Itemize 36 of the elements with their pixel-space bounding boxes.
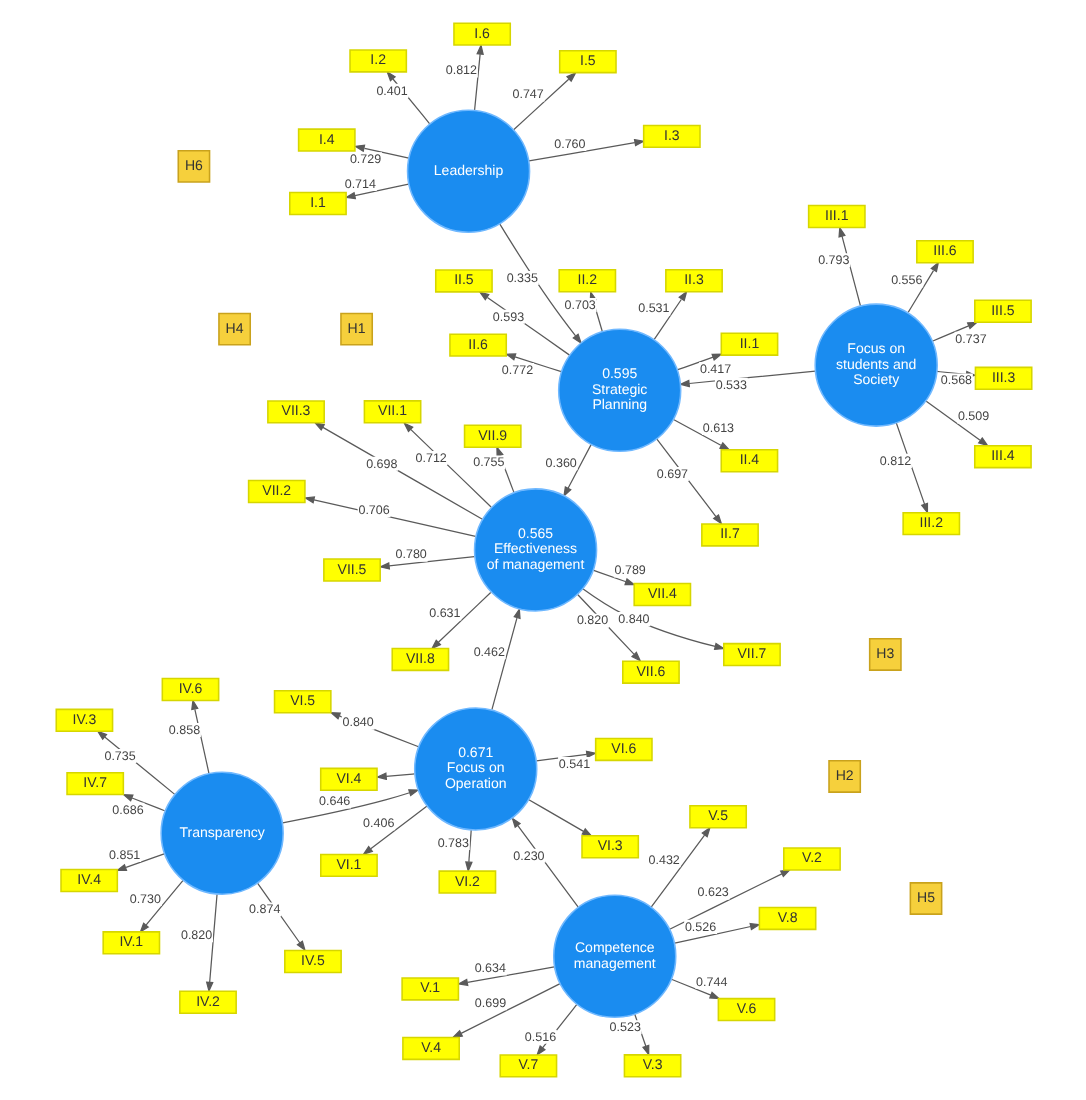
arrow: [121, 794, 165, 812]
arrow: [649, 826, 710, 908]
arrow: [490, 607, 520, 711]
arrow: [374, 772, 415, 781]
arrow: [527, 799, 592, 837]
arrow: [255, 882, 305, 952]
arrow: [464, 829, 472, 873]
arrow: [894, 422, 928, 515]
arrow: [535, 1004, 577, 1057]
arrow: [450, 983, 560, 1039]
arrow: [673, 922, 761, 944]
arrow: [138, 879, 183, 934]
arrow: [931, 321, 978, 342]
arrow: [669, 978, 720, 1000]
arrow: [498, 223, 582, 345]
arrow: [581, 588, 725, 651]
arrow: [906, 261, 939, 314]
arrow: [672, 419, 730, 451]
arrow: [534, 750, 597, 762]
arrow: [676, 353, 723, 371]
arrow: [377, 555, 475, 570]
arrow: [352, 144, 409, 159]
arrow: [652, 290, 687, 341]
arrow: [204, 893, 217, 993]
arrow: [503, 353, 561, 373]
arrow: [302, 496, 476, 537]
arrow: [472, 43, 483, 111]
arrow: [477, 291, 570, 356]
arrow: [402, 421, 491, 508]
arrow: [343, 183, 409, 200]
arrow: [281, 789, 419, 824]
arrow: [562, 443, 591, 498]
arrow: [592, 569, 635, 586]
arrow: [114, 853, 164, 872]
arrow: [455, 966, 554, 987]
arrow: [677, 370, 816, 388]
